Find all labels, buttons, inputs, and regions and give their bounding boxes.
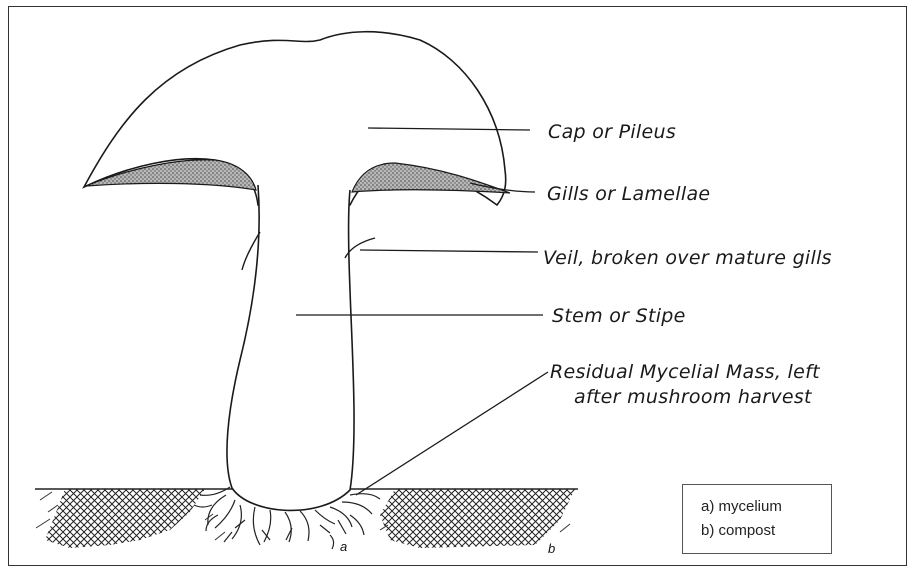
compost-hatch-left <box>45 489 205 548</box>
residual-leader <box>356 372 548 495</box>
marker-a: a <box>340 539 347 554</box>
label-stem: Stem or Stipe <box>552 305 686 327</box>
label-gills: Gills or Lamellae <box>547 183 710 205</box>
label-veil: Veil, broken over mature gills <box>543 247 832 269</box>
mushroom-stem <box>227 185 354 510</box>
legend-item-compost: b) compost <box>701 519 831 543</box>
label-residual-line1: Residual Mycelial Mass, left <box>550 361 821 383</box>
label-residual-line2: after mushroom harvest <box>574 386 813 408</box>
label-cap: Cap or Pileus <box>548 121 676 143</box>
compost-hatch-right <box>380 489 575 548</box>
legend-item-mycelium: a) mycelium <box>701 495 831 519</box>
legend-box: a) mycelium b) compost <box>682 484 832 554</box>
veil-leader <box>360 250 538 252</box>
marker-b: b <box>548 541 555 556</box>
